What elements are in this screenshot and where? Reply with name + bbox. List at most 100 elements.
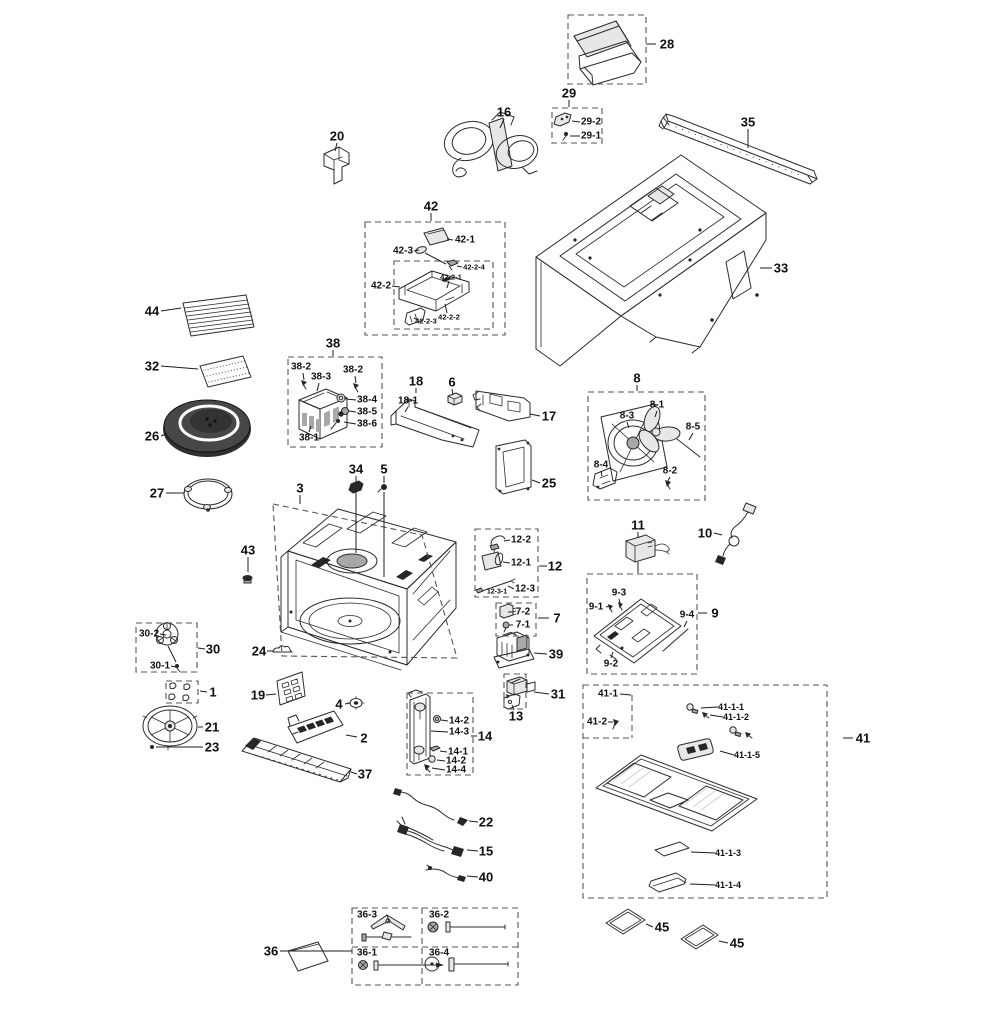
callout-9-4: 9-4 (680, 610, 695, 621)
group-box-38 (287, 356, 383, 448)
leader-38-4 (345, 398, 357, 401)
part-4-grommet-drawing (347, 696, 365, 710)
part-17-latch-body-drawing (472, 390, 531, 422)
leader-10 (713, 532, 723, 536)
callout-7-1: 7-1 (516, 620, 531, 631)
leader-30-1 (170, 665, 177, 668)
part-11-noise-filter-drawing (625, 534, 670, 563)
callout-9-1: 9-1 (589, 602, 604, 613)
group-box-3 (272, 503, 458, 659)
callout-30: 30 (206, 642, 220, 657)
callout-32: 32 (145, 359, 159, 374)
part-38-5-spacer (338, 407, 349, 417)
part-9-1-screw (608, 604, 613, 613)
part-6-cap-drawing (447, 392, 463, 406)
part-9-4-shaft (662, 628, 689, 652)
leader-30-2 (159, 633, 167, 636)
leader-16 (499, 118, 505, 129)
callout-2: 2 (360, 731, 367, 746)
leader-18-1 (404, 406, 409, 413)
leader-40 (466, 875, 479, 878)
leader-9-4 (683, 620, 688, 628)
callout-24: 24 (252, 644, 267, 659)
callout-42-2-3: 42-2-3 (415, 317, 437, 326)
callout-41-1-2: 41-1-2 (723, 712, 749, 722)
part-31-switch-drawing (506, 676, 536, 696)
part-33-outer-cabinet-drawing (535, 154, 767, 367)
part-41-1-4-bracket (648, 872, 687, 893)
callout-25: 25 (542, 476, 556, 491)
part-42-1-pad (423, 227, 450, 246)
leader-9-2 (610, 651, 614, 659)
leader-8-4 (600, 470, 603, 477)
part-38-4-nut (336, 393, 346, 403)
part-42-3-sensor (415, 246, 427, 254)
leader-42-1 (446, 238, 454, 241)
callout-38-4: 38-4 (357, 395, 377, 406)
callout-28: 28 (660, 37, 674, 52)
callout-15: 15 (479, 844, 493, 859)
callout-38: 38 (326, 336, 340, 351)
group-box-7 (495, 602, 537, 637)
callout-12-1: 12-1 (511, 558, 531, 569)
part-38-duct-case-group-drawing (298, 380, 359, 440)
leader-12-1 (502, 561, 511, 564)
callout-42-2-1: 42-2-1 (440, 273, 462, 282)
callout-12: 12 (548, 559, 562, 574)
callout-7: 7 (553, 611, 560, 626)
leader-42-2-4 (456, 265, 463, 268)
leader-38-1 (308, 425, 312, 433)
leader-6 (451, 388, 454, 396)
leader-12-3 (507, 585, 515, 590)
leader-29-2 (571, 120, 581, 123)
part-25-window-frame-drawing (495, 439, 532, 495)
group-box-28 (567, 14, 647, 85)
part-34-thermostat-drawing (348, 480, 364, 494)
callout-14: 14 (478, 729, 493, 744)
callout-42-2: 42-2 (371, 281, 391, 292)
callout-42-3: 42-3 (393, 246, 413, 257)
part-8-5-shaft (676, 438, 701, 458)
callout-36-1: 36-1 (357, 948, 377, 959)
leader-41-1-3 (690, 851, 716, 854)
callout-19: 19 (251, 688, 265, 703)
part-8-1-fan-blade (638, 406, 681, 453)
part-30-1-screw (175, 664, 181, 673)
leader-38-2b (354, 375, 357, 384)
group-box-30 (135, 622, 198, 673)
part-24-clip-drawing (272, 645, 293, 653)
callout-9: 9 (711, 606, 718, 621)
group-box-31 (503, 673, 527, 710)
callout-30-2: 30-2 (139, 629, 159, 640)
part-3-cavity-assembly-drawing (280, 508, 457, 671)
group-box-42 (364, 221, 506, 336)
callout-41-1-3: 41-1-3 (715, 848, 741, 858)
part-7-2-thermostat (499, 603, 517, 619)
callout-33: 33 (774, 261, 788, 276)
callout-18-1: 18-1 (398, 396, 418, 407)
leader-41-1-2 (709, 714, 724, 718)
callout-34: 34 (349, 462, 364, 477)
leader-45b (718, 940, 729, 944)
leader-38-2a (302, 372, 305, 381)
callout-4: 4 (335, 697, 343, 712)
annotation-layer: 282929-229-1351620334242-142-342-2-442-2… (135, 14, 870, 986)
part-29-hardware-drawing (553, 112, 572, 141)
leader-45a (645, 923, 654, 928)
callout-6: 6 (448, 375, 455, 390)
callout-12-3-1: 12-3-1 (487, 589, 507, 596)
part-14-1-clip (429, 745, 441, 752)
group-box-14 (406, 692, 474, 776)
callout-29: 29 (562, 86, 576, 101)
callout-13: 13 (509, 709, 523, 724)
group-box-42-inner (393, 260, 494, 330)
part-42-2-frame (398, 270, 470, 312)
callout-37: 37 (358, 767, 372, 782)
part-26-turntable-tray-drawing (163, 399, 251, 457)
callout-17: 17 (542, 409, 556, 424)
callout-41-1-4: 41-1-4 (715, 880, 741, 890)
part-43-foot-drawing (242, 575, 253, 584)
part-36-plate (287, 941, 329, 972)
part-1-clip-set-drawing (168, 682, 191, 702)
callout-42-1: 42-1 (455, 235, 475, 246)
